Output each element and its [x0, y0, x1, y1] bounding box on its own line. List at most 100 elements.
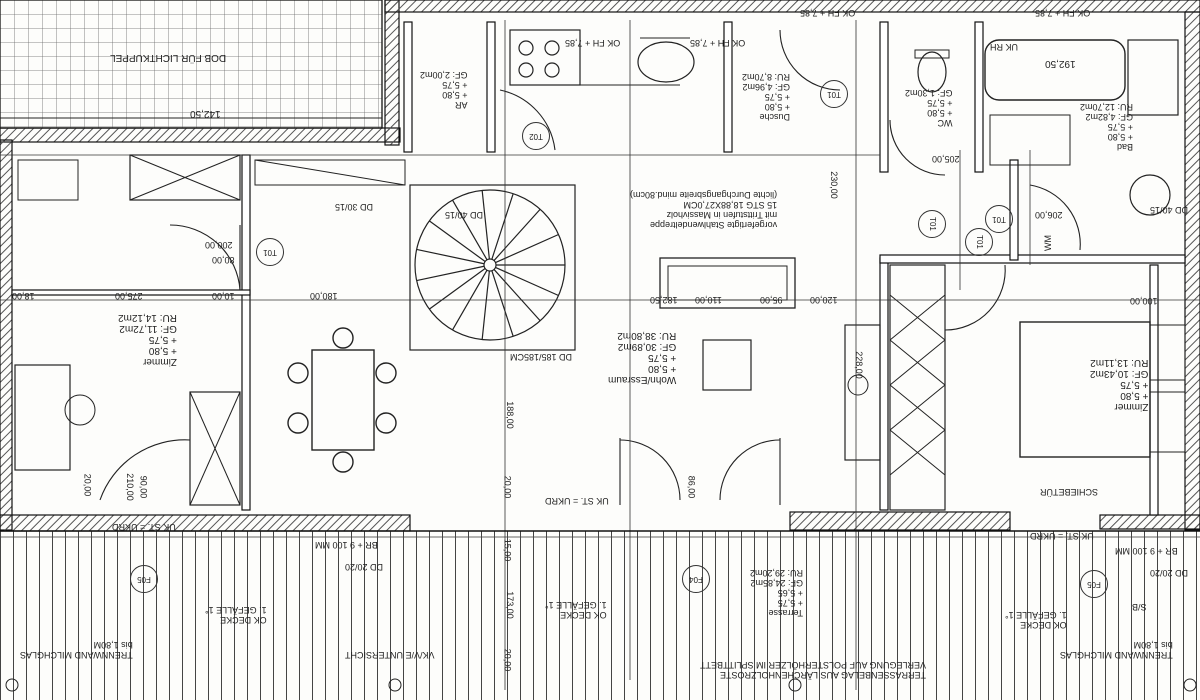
dim-label: 200,00 — [205, 240, 233, 250]
bathtub — [984, 39, 1126, 101]
room-terrasse: Terrasse + 5,75 + 5,65 GF: 24,85m2 RU: 2… — [750, 568, 804, 618]
toilet — [917, 51, 947, 93]
room-dusche: Dusche + 5,80 + 5,75 GF: 4,96m2 RU: 8,70… — [742, 72, 791, 122]
dim-label: 120,00 — [810, 295, 838, 305]
dim-label: 180,00 — [310, 291, 338, 301]
door-tag: T01 — [965, 228, 993, 256]
dim-label: 110,00 — [695, 295, 722, 305]
dim-label: 142,50 — [190, 108, 221, 119]
stair-note: vorgefertigte Stahlwendeltreppe mit Trit… — [630, 190, 778, 230]
room-zimmer-right: Zimmer + 5,80 + 5,75 GF: 10,43m2 RU: 13,… — [1090, 357, 1149, 412]
level-label: OK FH + 7,85 — [1035, 8, 1091, 18]
room-zimmer-left: Zimmer + 5,80 + 5,75 GF: 11,72m2 RU: 14,… — [118, 312, 177, 367]
dim-label: 230,00 — [828, 171, 839, 199]
dim-label: 95,00 — [760, 295, 783, 305]
stair-tread — [493, 208, 541, 261]
stair-opening: DD 185/185CM — [510, 352, 573, 362]
uk-st-label: UK ST. = UKRD — [545, 496, 609, 506]
dim-label: 188,00 — [504, 401, 515, 429]
br-label: BR + 9 100 MM — [1115, 546, 1178, 556]
dd-label: DD 20/20 — [345, 562, 384, 572]
dim-label: 18,00 — [12, 291, 35, 301]
window-tag: F04 — [682, 565, 710, 593]
bed-right — [1019, 321, 1151, 458]
terrace-decking — [0, 531, 1200, 700]
br-label: BR + 9 100 MM — [315, 540, 378, 550]
bed — [14, 364, 71, 471]
stair-tread — [481, 190, 490, 260]
uk-st-label: UK ST. = UKRD — [1030, 531, 1094, 541]
dim-label: 20,00 — [502, 648, 513, 672]
ok-decke-label: OK DECKE 1. GEFÄLLE 1° — [545, 600, 607, 620]
coffee-table — [702, 339, 752, 391]
stair-tread — [416, 265, 485, 282]
stair-tread — [495, 233, 559, 264]
stair-tread — [495, 266, 559, 297]
door-tag: T01 — [918, 210, 946, 238]
dining-table — [287, 327, 397, 473]
ok-decke-label: OK DECKE 1. GEFÄLLE 1° — [205, 605, 267, 625]
dim-label: 182,50 — [650, 295, 678, 305]
trennwand-label: TRENNWAND MILCHGLAS bis 1,80M — [20, 640, 133, 660]
dim-label: 20,00 — [82, 473, 93, 497]
level-label: OK FH + 7,85 — [565, 38, 621, 48]
sofa — [659, 257, 796, 309]
vk-label: VK/V/E UNTERSICHT — [345, 650, 435, 660]
terrace-covering-label: TERRASSENBELAG AUS LÄRCHENHOLZROSTE VERL… — [700, 660, 927, 680]
door-tag: T01 — [256, 238, 284, 266]
dd-label: DD 20/20 — [1150, 568, 1189, 578]
sliding-door-label: SCHIEBETÜR — [1040, 487, 1099, 497]
room-ar: AR + 5,80 + 5,75 GF: 2,00m2 — [420, 70, 468, 110]
dim-label: 80,00 — [212, 255, 235, 265]
dim-label: 206,00 — [1035, 210, 1063, 220]
dim-label: 10,00 — [212, 291, 235, 301]
room-wc: WC + 5,80 + 5,75 GF: 1,30m2 — [905, 88, 953, 128]
dim-label: 210,00 — [124, 473, 135, 501]
ok-decke-label: OK DECKE 1. GEFÄLLE 1° — [1005, 610, 1067, 630]
spiral-staircase — [409, 184, 576, 351]
dim-label: 192,50 — [1045, 58, 1076, 69]
door-swings — [99, 29, 1081, 505]
sb-label: S/B — [1132, 602, 1147, 612]
dim-label: 20,00 — [502, 475, 513, 499]
stair-tread — [451, 199, 488, 261]
dim-label: 173,00 — [504, 591, 515, 619]
exterior-walls — [0, 0, 1200, 532]
dim-label: 100,00 — [1130, 296, 1158, 306]
stair-tread — [491, 193, 514, 260]
stair-tread — [481, 270, 490, 340]
dim-label: 15,00 — [502, 538, 513, 562]
stair-dd: DD 40/15 — [445, 210, 484, 220]
dim-label: 228,00 — [853, 351, 864, 379]
level-label: OK FH + 7,85 — [690, 38, 746, 48]
room-wm: WM — [1043, 235, 1053, 251]
skylight-label: DOB FÜR LICHTKUPPEL — [110, 52, 227, 63]
uk-st-label: UK ST. = UKRD — [112, 522, 176, 532]
level-label: OK FH + 7,85 — [800, 8, 856, 18]
stair-tread — [493, 269, 541, 322]
dim-label: 90,00 — [138, 475, 149, 499]
desk — [844, 324, 881, 461]
skylight-grid — [0, 0, 382, 128]
washbasin — [637, 41, 695, 83]
window-tag: F05 — [130, 565, 158, 593]
dim-label: 86,00 — [686, 475, 697, 499]
level-label: UK RH — [990, 42, 1019, 52]
interior-walls — [11, 21, 1186, 516]
trennwand-label: TRENNWAND MILCHGLAS bis 1,80M — [1060, 640, 1173, 660]
dim-label: 275,00 — [115, 291, 143, 301]
room-wohn-essraum: Wohn/Essraum + 5,80 + 5,75 GF: 30,89m2 R… — [608, 330, 677, 385]
stair-tread — [428, 220, 486, 262]
dd-label: DD 40/15 — [1150, 205, 1189, 215]
stair-tread — [416, 248, 485, 265]
dim-label: 205,00 — [932, 154, 960, 164]
door-tag: T01 — [985, 205, 1013, 233]
dd-label: DD 30/15 — [335, 202, 374, 212]
door-tag: T01 — [820, 80, 848, 108]
window-tag: F05 — [1080, 570, 1108, 598]
door-tag: T02 — [522, 122, 550, 150]
room-bad: Bad + 5,80 + 5,75 GF: 4,82m2 RU: 12,70m2 — [1080, 102, 1134, 152]
stair-tread — [491, 270, 514, 337]
